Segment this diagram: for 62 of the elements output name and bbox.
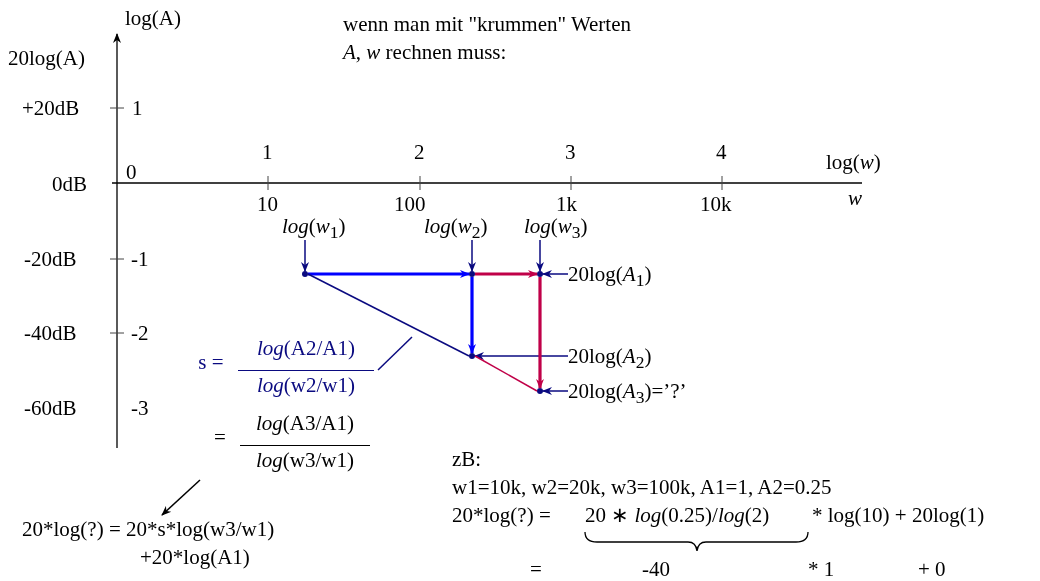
leader-line	[377, 336, 413, 371]
plot-line	[307, 273, 470, 357]
arrow	[468, 277, 476, 354]
plot-point	[302, 271, 308, 277]
equals-sign: =	[213, 424, 227, 451]
tick-label: 0	[126, 159, 137, 186]
equation-text: =	[530, 556, 542, 581]
equation-text: 20 ∗ log(0.25)/log(2)	[585, 502, 770, 529]
point-label: log(w$_{2}$)	[424, 212, 508, 240]
tick-label: -60dB	[24, 395, 77, 422]
tick-label: 1	[262, 139, 273, 166]
tick-label: 4	[716, 139, 727, 166]
arrow	[542, 387, 569, 395]
fraction-numerator: log(A3/A1)	[255, 410, 355, 437]
level-label: 20log(A$_{1}$)	[568, 260, 680, 288]
note-text: zB:	[452, 446, 482, 473]
axis-label: log(w)	[826, 149, 881, 176]
level-label: 20log(A$_{2}$)	[568, 342, 680, 370]
fraction-denominator: log(w2/w1)	[238, 370, 374, 399]
arrow	[536, 277, 544, 389]
tick-label: -2	[131, 320, 149, 347]
plot-point	[469, 353, 475, 359]
slope-symbol: s =	[197, 349, 225, 376]
equation-text: 20*log(?) =	[452, 502, 551, 529]
arrow	[474, 352, 569, 360]
tick-label: -40dB	[24, 320, 77, 347]
arrow	[308, 270, 470, 278]
plot-point	[537, 271, 543, 277]
arrow	[301, 239, 309, 272]
fraction-denominator: log(w3/w1)	[240, 445, 370, 474]
level-label: 20log(A$_{3}$)=’?’	[568, 377, 728, 405]
fraction-numerator: log(A2/A1)	[256, 335, 356, 362]
arrow	[536, 239, 544, 272]
axis-label: w	[848, 185, 862, 212]
tick-label: 2	[414, 139, 425, 166]
tick-label: +20dB	[22, 95, 80, 122]
point-label: log(w$_{1}$)	[282, 212, 366, 240]
plot-line	[474, 355, 538, 392]
tick-label: -20dB	[24, 246, 77, 273]
equation-text: + 0	[918, 556, 946, 581]
tick-label: 10k	[700, 191, 732, 218]
example-values: w1=10k, w2=20k, w3=100k, A1=1, A2=0.25	[452, 474, 832, 501]
tick-label: 1	[132, 95, 143, 122]
arrow	[542, 270, 569, 278]
tick-label: 100	[394, 191, 426, 218]
plot-point	[469, 271, 475, 277]
arrow	[475, 270, 538, 278]
tick-label: 10	[257, 191, 278, 218]
axis-label: 20log(A)	[8, 45, 85, 72]
plot-point	[537, 388, 543, 394]
result-value: -40	[642, 556, 670, 581]
arrow	[161, 479, 201, 516]
equation-text: * 1	[808, 556, 835, 581]
tick-label: -1	[131, 246, 149, 273]
tick-label: 0dB	[52, 171, 87, 198]
heading-note: wenn man mit "krummen" Werten A, w rechnen muss:	[343, 11, 632, 66]
arrow	[468, 239, 476, 272]
equation-text: * log(10) + 20log(1)	[812, 502, 985, 529]
tick-label: -3	[131, 395, 149, 422]
formula-text: 20*log(?) = 20*s*log(w3/w1) +20*log(A1)	[22, 515, 352, 571]
tick-label: 3	[565, 139, 576, 166]
axis-label: log(A)	[125, 5, 181, 32]
